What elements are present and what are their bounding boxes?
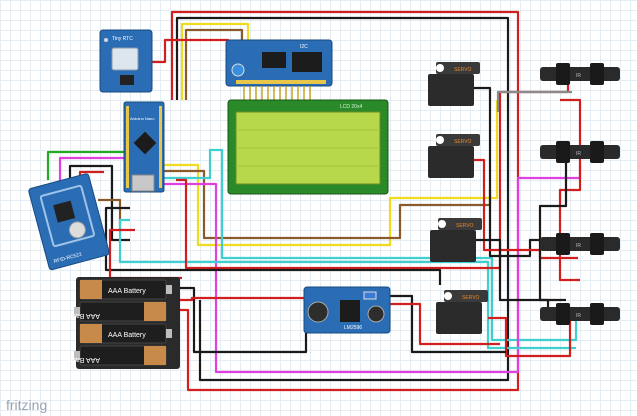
wire-magenta-rfid xyxy=(58,156,128,182)
servo-label-4: SERVO xyxy=(462,295,480,301)
battery-2: AAA Battery xyxy=(62,301,167,322)
wire-yellow-main xyxy=(162,100,499,247)
ir-label-2: IR xyxy=(576,151,581,157)
wire-black-battery xyxy=(178,286,308,354)
rtc-module: Tiny RTC xyxy=(99,29,153,93)
buck-label: LM2596 xyxy=(344,325,362,331)
battery-pack: AAA Battery AAA Battery AAA Battery AAA … xyxy=(62,277,180,369)
wires xyxy=(46,10,582,392)
arduino-nano: Arduino Nano xyxy=(123,101,165,193)
wire-red-servo4 xyxy=(488,316,572,358)
lcd-header-pins xyxy=(243,86,311,102)
backpack-label: I2C xyxy=(300,44,308,50)
battery-label-2: AAA Battery xyxy=(62,312,100,319)
servo-3: SERVO xyxy=(430,218,482,262)
battery-label-1: AAA Battery xyxy=(108,288,146,295)
wire-black-servo3 xyxy=(476,238,550,312)
servo-1: SERVO xyxy=(428,62,480,106)
ir-sensor-2: IR xyxy=(540,141,620,163)
wire-red-battery xyxy=(178,296,304,302)
wire-red-rtc xyxy=(150,38,230,64)
ir-label-3: IR xyxy=(576,243,581,249)
wire-brown-i2c xyxy=(184,28,244,100)
wire-yellow-i2c xyxy=(180,22,250,100)
buck-converter: LM2596 xyxy=(303,286,391,334)
wire-gray-ir xyxy=(496,90,572,112)
wire-red-buck-out xyxy=(390,302,500,346)
ir-label-4: IR xyxy=(576,313,581,319)
rfid-module: RFID-RC522 xyxy=(28,173,110,271)
wire-red-top xyxy=(170,10,520,392)
servo-label-1: SERVO xyxy=(454,67,472,73)
battery-label-4: AAA Battery xyxy=(62,356,100,363)
ir-label-1: IR xyxy=(576,73,581,79)
wire-black-servo1 xyxy=(472,86,578,258)
wire-black-right xyxy=(538,160,568,302)
battery-4: AAA Battery xyxy=(62,345,167,366)
wire-red-servo2 xyxy=(472,158,578,260)
battery-3: AAA Battery xyxy=(79,323,172,344)
battery-1: AAA Battery xyxy=(79,279,172,300)
rtc-label: Tiny RTC xyxy=(112,36,133,42)
servo-4: SERVO xyxy=(436,290,488,334)
servo-2: SERVO xyxy=(428,134,480,178)
fritzing-watermark: fritzing xyxy=(6,397,47,413)
ir-sensor-1: IR xyxy=(540,63,620,85)
wire-black-buck-out xyxy=(390,294,506,354)
wire-green-rfid xyxy=(46,150,128,180)
wire-cyan-low xyxy=(118,218,576,350)
lcd-i2c-backpack: I2C xyxy=(225,39,333,87)
wire-red-right xyxy=(558,98,582,282)
servo-label-2: SERVO xyxy=(454,139,472,145)
ir-sensor-3: IR xyxy=(540,233,620,255)
lcd-label: LCD 20x4 xyxy=(340,104,362,110)
wire-black-rfid xyxy=(68,164,130,242)
servo-label-3: SERVO xyxy=(456,223,474,229)
arduino-label: Arduino Nano xyxy=(130,116,155,121)
battery-label-3: AAA Battery xyxy=(108,332,146,339)
ir-sensor-4: IR xyxy=(540,303,620,325)
wire-black-top xyxy=(175,16,510,382)
wire-black-left xyxy=(104,206,442,285)
wire-cyan-main xyxy=(162,148,578,342)
lcd-display: LCD 20x4 xyxy=(227,99,389,195)
